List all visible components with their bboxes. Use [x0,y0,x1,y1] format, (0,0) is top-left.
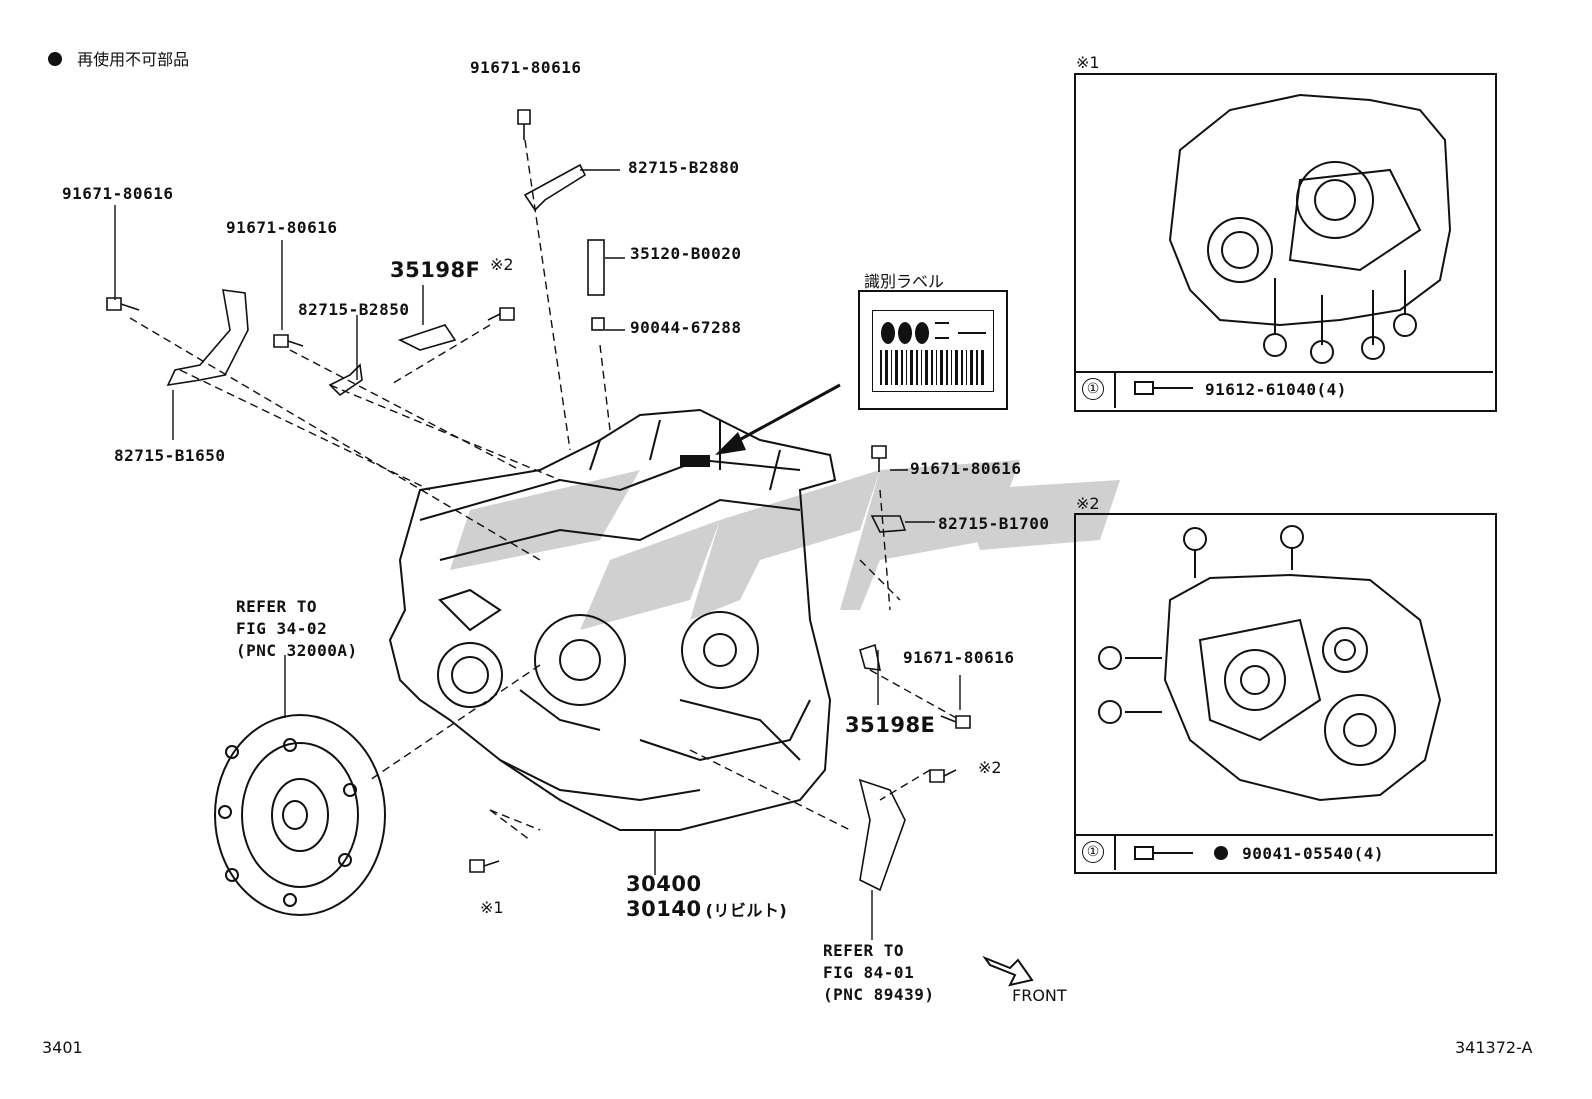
refer2-line2: FIG 84-01 [823,963,915,982]
ref-marker-2-a: ※2 [490,255,514,274]
id-label-inner [872,310,994,392]
refer-note-torque-converter: REFER TO FIG 34-02 (PNC 32000A) [236,596,358,662]
watermark-logo [450,460,1120,630]
inset2-footer-divider [1114,834,1116,870]
part-label-bolt-left2: 91671-80616 [226,218,338,237]
part-label-35120-b0020: 35120-B0020 [630,244,742,263]
part-label-82715-b1650: 82715-B1650 [114,446,226,465]
refer2-line1: REFER TO [823,941,905,960]
legend: 再使用不可部品 [48,46,189,70]
label-leaders [114,169,961,940]
part-label-30400: 30400 [626,872,702,896]
inset1-footer-divider [1114,371,1116,408]
part-label-90044-67288: 90044-67288 [630,318,742,337]
inset2-housing-drawing [1098,525,1442,860]
id-label-box [858,290,1008,410]
rebuilt-note: (リビルト) [705,901,788,920]
legend-text: 再使用不可部品 [77,50,190,69]
non-reusable-marker-icon [48,52,62,66]
small-parts [106,109,971,892]
part-label-bolt-left: 91671-80616 [62,184,174,203]
transmission-assembly [388,408,837,831]
refer-note-fig-84: REFER TO FIG 84-01 (PNC 89439) [823,940,934,1006]
refer1-line2: FIG 34-02 [236,619,328,638]
part-label-82715-b2850: 82715-B2850 [298,300,410,319]
part-label-35198e: 35198E [845,713,936,737]
ref-marker-2-b: ※2 [978,758,1002,777]
inset1-footer-row [1074,371,1493,410]
inset2-part-number: 90041-05540(4) [1242,844,1384,863]
figure-code: 341372-A [1455,1038,1533,1057]
part-label-82715-b1700: 82715-B1700 [938,514,1050,533]
inset2-tag: ※2 [1076,494,1100,513]
id-label-title: 識別ラベル [864,272,945,291]
inset1-tag: ※1 [1076,53,1100,72]
inset2-footer-row [1074,834,1493,872]
refer1-line1: REFER TO [236,597,318,616]
inset1-housing-drawing [1134,93,1452,395]
part-label-82715-b2880: 82715-B2880 [628,158,740,177]
leader-lines [129,139,961,841]
front-arrow [982,955,1034,987]
inset2-circle-number: ① [1082,841,1104,863]
refer2-line3: (PNC 89439) [823,985,935,1004]
part-number-30140: 30140 [626,897,702,921]
front-label: FRONT [1012,986,1067,1005]
refer1-line3: (PNC 32000A) [236,641,358,660]
non-reusable-marker-icon [1214,846,1228,860]
inset2-part-row: 90041-05540(4) [1214,844,1384,863]
part-label-bolt-top: 91671-80616 [470,58,582,77]
ref-marker-1-bottom: ※1 [480,898,504,917]
id-label-barcode [880,322,986,385]
inset1-frame [1074,73,1497,412]
torque-converter [214,714,386,916]
inset1-circle-number: ① [1082,378,1104,400]
inset1-part-number: 91612-61040(4) [1205,380,1347,399]
part-label-35198f: 35198F [390,258,481,282]
part-label-bolt-right: 91671-80616 [910,459,1022,478]
id-label-arrow [680,383,841,467]
part-label-bolt-right2: 91671-80616 [903,648,1015,667]
inset2-frame [1074,513,1497,874]
page-code: 3401 [42,1038,83,1057]
part-label-30140: 30140(リビルト) [626,897,787,921]
